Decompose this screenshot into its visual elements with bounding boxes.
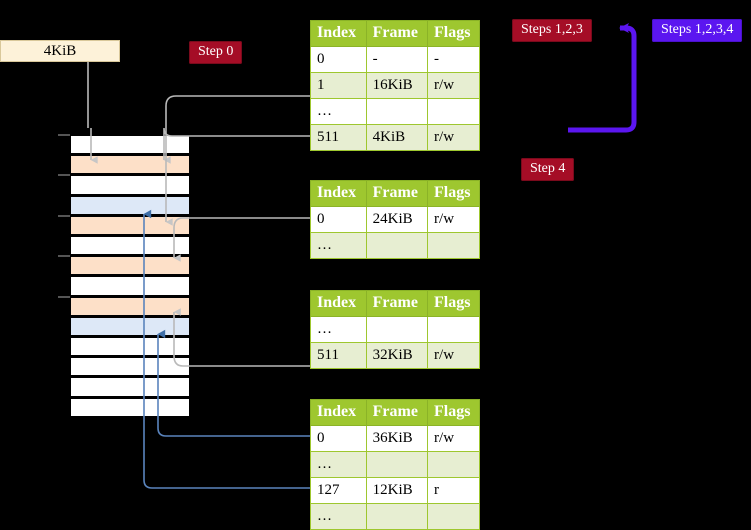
memory-row xyxy=(70,356,190,378)
wire-l3-to-memory xyxy=(173,217,312,262)
badge-step-0-label: Step 0 xyxy=(198,44,234,59)
memory-tick xyxy=(58,134,70,136)
wire-purple-bracket xyxy=(568,23,637,133)
table-cell: … xyxy=(310,451,367,478)
column-header-flags: Flags xyxy=(427,180,480,207)
table-cell xyxy=(365,98,429,125)
table-cell: - xyxy=(365,46,429,73)
table-cell: - xyxy=(427,46,480,73)
column-header-frame: Frame xyxy=(365,290,429,317)
table-cell: 12KiB xyxy=(365,477,429,504)
table-cell xyxy=(365,232,429,259)
memory-row xyxy=(70,154,190,176)
memory-row xyxy=(70,315,190,337)
memory-row xyxy=(70,134,190,156)
caption-4kib: 4KiB xyxy=(0,40,120,62)
wire-l2-to-memory xyxy=(173,308,312,367)
column-header-index: Index xyxy=(310,180,367,207)
badge-steps-1-2-3: Steps 1,2,3 xyxy=(512,19,592,42)
table-cell: r xyxy=(427,477,480,504)
table-cell xyxy=(427,503,480,530)
column-header-frame: Frame xyxy=(365,180,429,207)
table-cell: 0 xyxy=(310,425,367,452)
column-header-index: Index xyxy=(310,290,367,317)
memory-row xyxy=(70,336,190,358)
table-cell xyxy=(427,232,480,259)
table-cell: 0 xyxy=(310,46,367,73)
table-cell: … xyxy=(310,232,367,259)
table-cell xyxy=(427,451,480,478)
table-cell xyxy=(365,451,429,478)
table-cell: 36KiB xyxy=(365,425,429,452)
table-cell: r/w xyxy=(427,72,480,99)
table-cell: 24KiB xyxy=(365,206,429,233)
column-header-frame: Frame xyxy=(365,20,429,47)
caption-4kib-label: 4KiB xyxy=(43,43,77,59)
table-cell: 16KiB xyxy=(365,72,429,99)
column-header-flags: Flags xyxy=(427,399,480,426)
table-cell xyxy=(427,98,480,125)
table-cell xyxy=(365,316,429,343)
memory-row xyxy=(70,214,190,236)
table-cell: r/w xyxy=(427,342,480,369)
table-row: … xyxy=(310,232,480,259)
table-row: … xyxy=(310,316,480,343)
table-cell: 127 xyxy=(310,477,367,504)
table-cell: r/w xyxy=(427,206,480,233)
badge-steps-1-2-3-label: Steps 1,2,3 xyxy=(521,22,583,37)
column-header-flags: Flags xyxy=(427,20,480,47)
table-cell: r/w xyxy=(427,124,480,151)
column-header-index: Index xyxy=(310,399,367,426)
badge-step-4-label: Step 4 xyxy=(530,161,566,176)
badge-step-4: Step 4 xyxy=(521,158,575,181)
memory-tick xyxy=(58,174,70,177)
table-row: 0-- xyxy=(310,46,480,73)
memory-tick xyxy=(58,214,70,217)
table-cell: … xyxy=(310,503,367,530)
badge-steps-1-2-3-4: Steps 1,2,3,4 xyxy=(652,19,743,42)
column-header-frame: Frame xyxy=(365,399,429,426)
memory-row xyxy=(70,194,190,216)
memory-row xyxy=(70,396,190,418)
table-row: … xyxy=(310,98,480,125)
table-cell: … xyxy=(310,98,367,125)
memory-tick xyxy=(58,255,70,258)
table-cell: r/w xyxy=(427,425,480,452)
table-cell: 4KiB xyxy=(365,124,429,151)
badge-steps-1-2-3-4-label: Steps 1,2,3,4 xyxy=(661,22,734,37)
memory-row xyxy=(70,295,190,317)
badge-step-0: Step 0 xyxy=(189,41,243,64)
column-header-flags: Flags xyxy=(427,290,480,317)
table-cell: 1 xyxy=(310,72,367,99)
table-cell: 32KiB xyxy=(365,342,429,369)
table-cell xyxy=(427,316,480,343)
column-header-index: Index xyxy=(310,20,367,47)
table-cell xyxy=(365,503,429,530)
table-cell: 511 xyxy=(310,342,367,369)
table-cell: 0 xyxy=(310,206,367,233)
memory-row xyxy=(70,376,190,398)
memory-row xyxy=(70,174,190,196)
table-row: … xyxy=(310,451,480,478)
table-cell: … xyxy=(310,316,367,343)
memory-row xyxy=(70,275,190,297)
table-cell: 511 xyxy=(310,124,367,151)
memory-row xyxy=(70,235,190,257)
table-row: … xyxy=(310,503,480,530)
memory-tick xyxy=(58,295,70,298)
memory-row xyxy=(70,255,190,277)
